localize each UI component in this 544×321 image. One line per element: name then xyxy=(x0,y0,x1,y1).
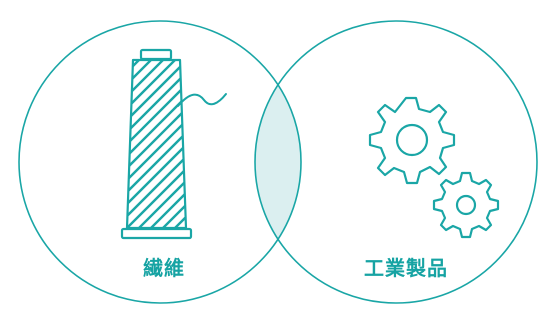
thread-spool-icon xyxy=(120,48,227,240)
right-circle-label: 工業製品 xyxy=(364,256,448,280)
large-gear-icon xyxy=(368,96,456,185)
left-circle-label: 繊維 xyxy=(142,256,185,280)
gears-icon xyxy=(368,96,500,239)
left-circle xyxy=(18,20,302,304)
small-gear-icon xyxy=(432,171,500,239)
right-circle xyxy=(254,20,538,304)
